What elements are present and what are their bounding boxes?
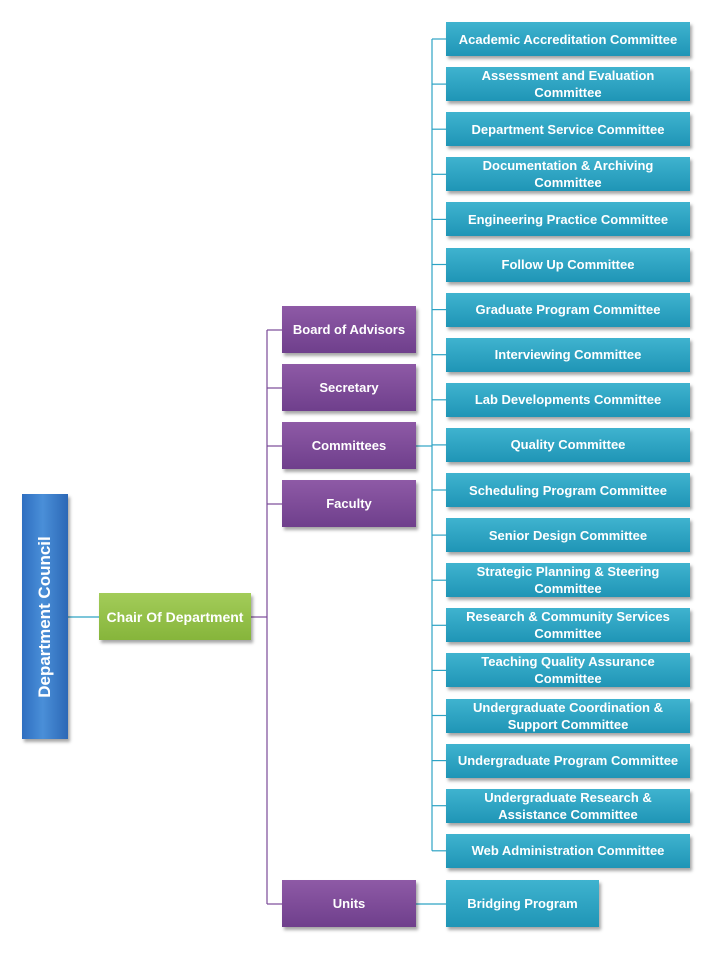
committee-node: Follow Up Committee — [446, 247, 690, 282]
secretary-node: Secretary — [282, 364, 416, 411]
committee-node: Department Service Committee — [446, 112, 690, 147]
committee-node: Quality Committee — [446, 427, 690, 462]
committee-node: Research & Community Services Committee — [446, 608, 690, 643]
committee-node: Undergraduate Coordination & Support Com… — [446, 698, 690, 733]
bridging-program-node: Bridging Program — [446, 880, 599, 927]
department-council-node: Department Council — [22, 494, 68, 739]
committee-node: Documentation & Archiving Committee — [446, 157, 690, 192]
committee-node: Graduate Program Committee — [446, 292, 690, 327]
committee-node: Undergraduate Program Committee — [446, 743, 690, 778]
committee-node: Scheduling Program Committee — [446, 473, 690, 507]
chair-of-department-node: Chair Of Department — [99, 593, 251, 640]
faculty-node: Faculty — [282, 480, 416, 527]
committee-node: Web Administration Committee — [446, 833, 690, 868]
committee-node: Interviewing Committee — [446, 337, 690, 372]
committee-node: Undergraduate Research & Assistance Comm… — [446, 788, 690, 823]
committee-node: Assessment and Evaluation Committee — [446, 67, 690, 102]
units-node: Units — [282, 880, 416, 927]
committee-node: Strategic Planning & Steering Committee — [446, 563, 690, 598]
committee-node: Teaching Quality Assurance Committee — [446, 653, 690, 688]
committee-node: Lab Developments Committee — [446, 382, 690, 417]
department-council-label: Department Council — [35, 535, 54, 698]
committee-node: Engineering Practice Committee — [446, 202, 690, 237]
committee-node: Senior Design Committee — [446, 518, 690, 553]
committees-node: Committees — [282, 422, 416, 469]
committee-node: Academic Accreditation Committee — [446, 22, 690, 56]
board-of-advisors-node: Board of Advisors — [282, 306, 416, 353]
